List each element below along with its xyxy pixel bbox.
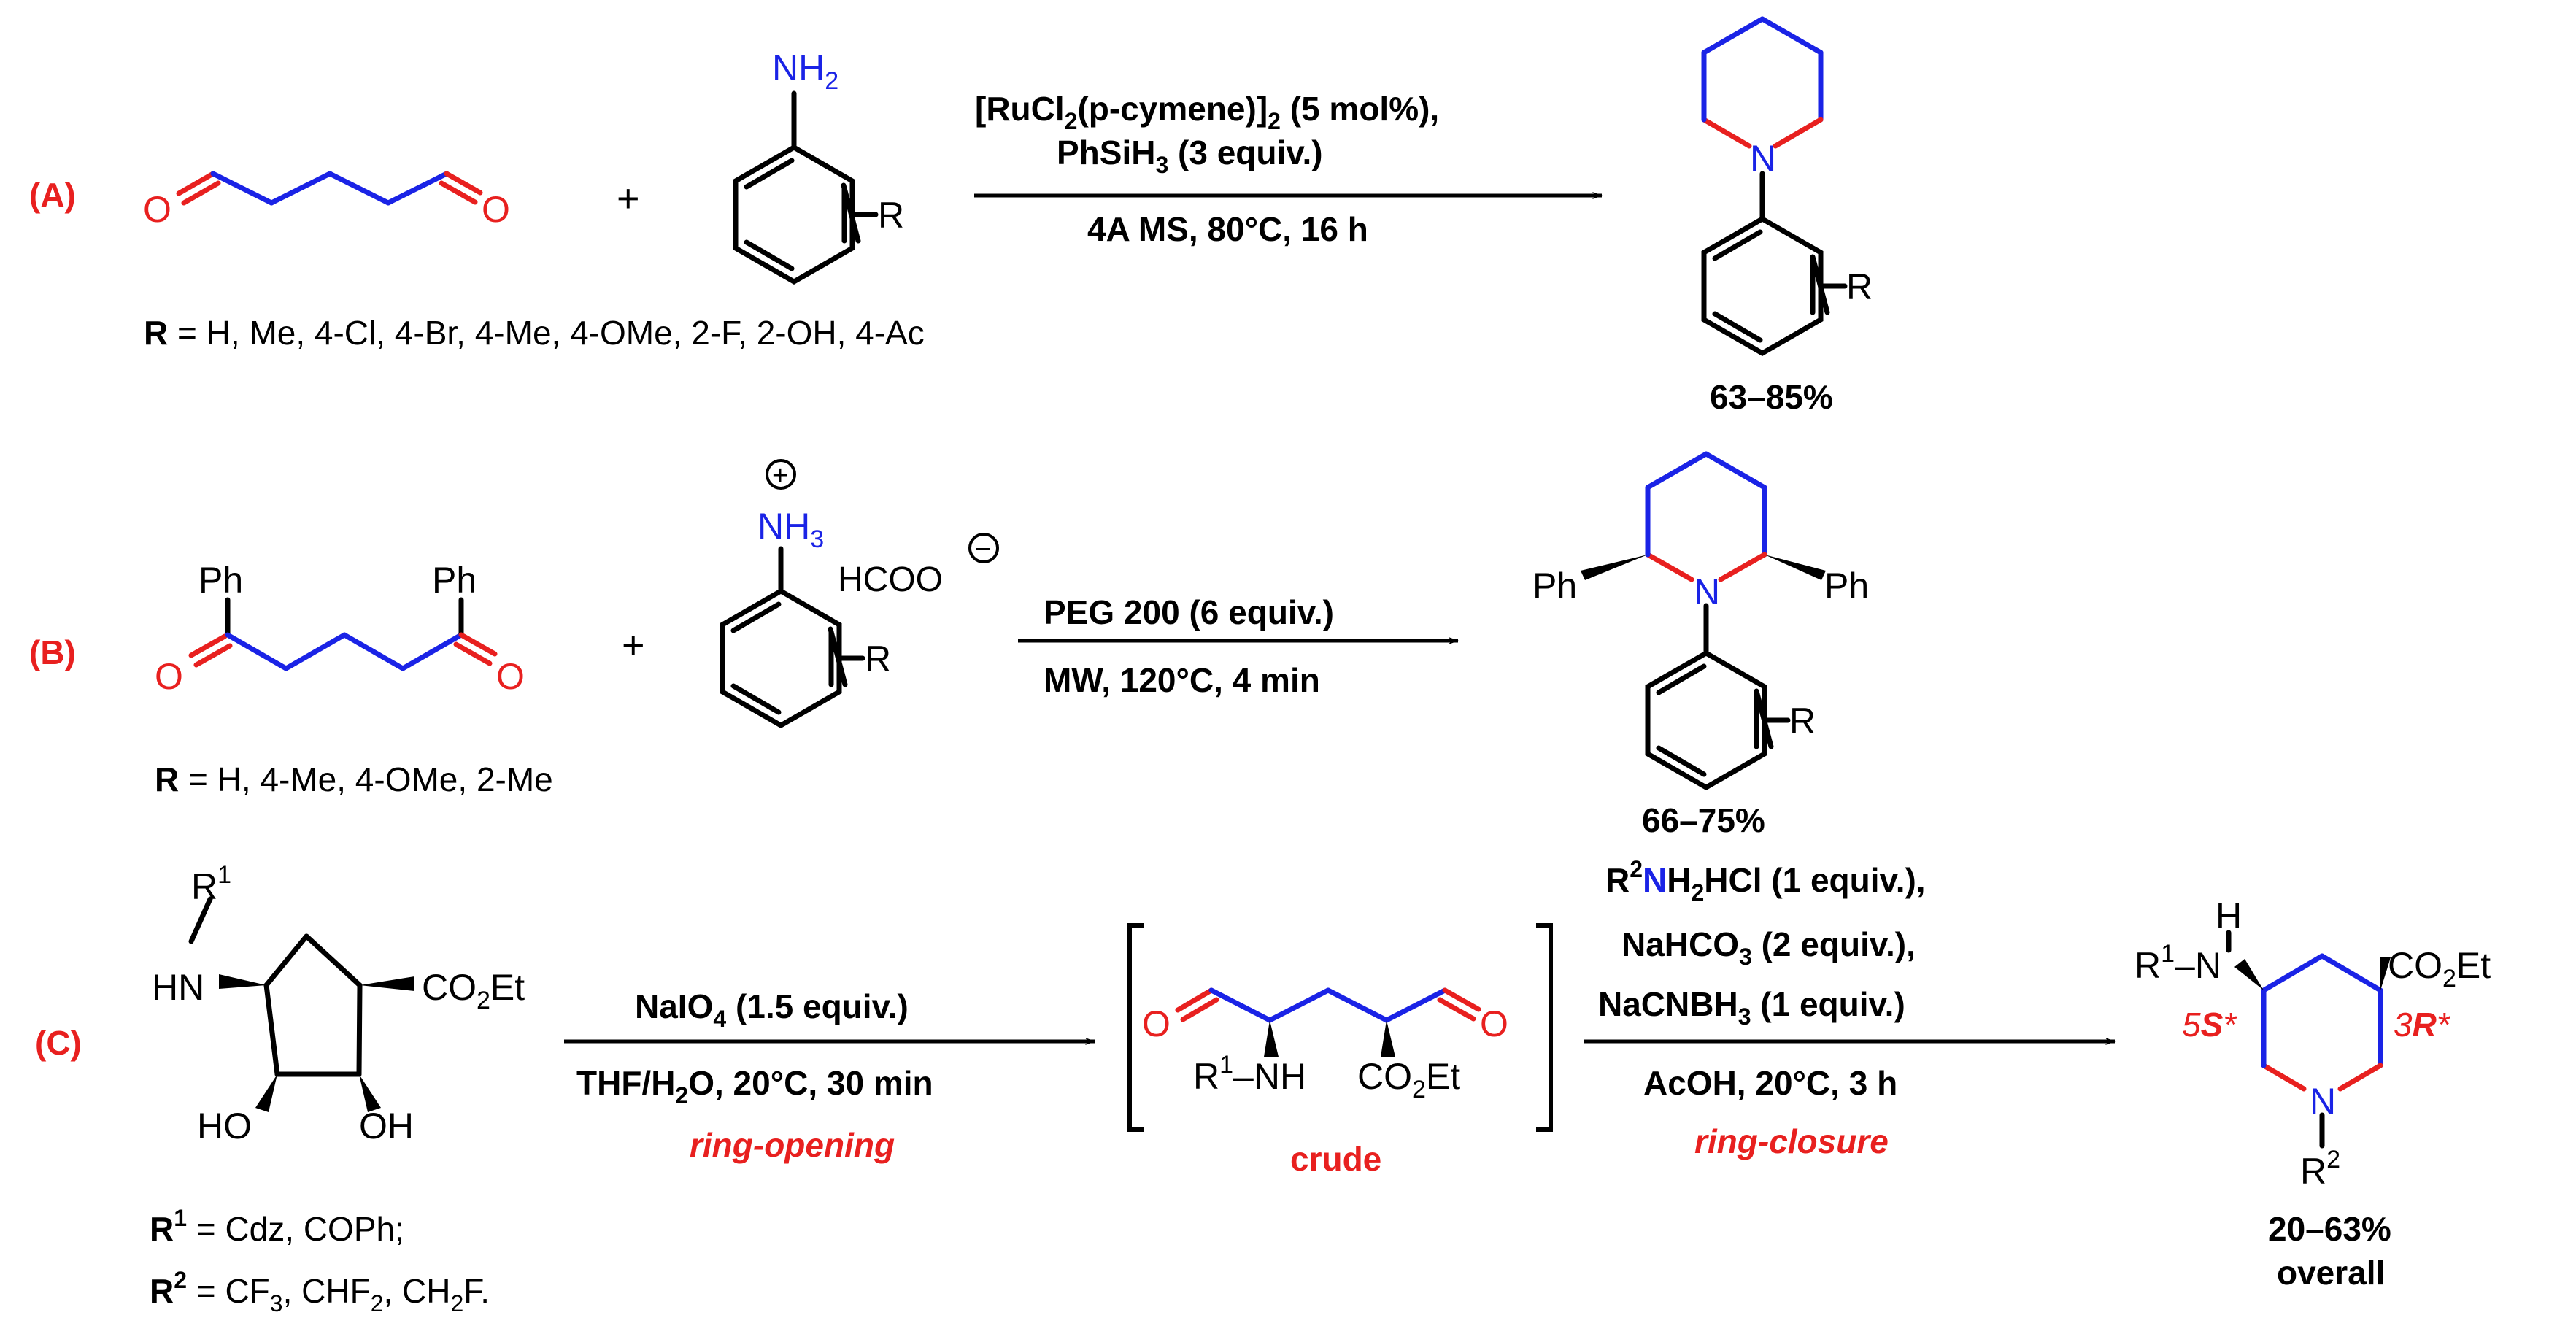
cyclopentane-hn: HN (152, 967, 204, 1008)
stereo-5s-label: 5S* (2182, 1006, 2237, 1044)
crude-o-left: O (1142, 1003, 1171, 1044)
crude-co2et: CO2Et (1357, 1056, 1460, 1103)
product-b-r: R (1789, 701, 1816, 741)
conditions-c-line6: AcOH, 20°C, 3 h (1643, 1064, 1897, 1102)
aniline-a-structure (733, 90, 879, 285)
diketone-o-left: O (155, 656, 183, 697)
product-b-ph-left: Ph (1532, 566, 1577, 606)
wedge-co2et (360, 976, 414, 991)
scheme-a-r-definition: R = H, Me, 4-Cl, 4-Br, 4-Me, 4-OMe, 2-F,… (144, 314, 925, 352)
scheme-b-label: (B) (29, 633, 76, 671)
product-c-r1-n: R1–N (2135, 940, 2221, 986)
cyclopentane-structure (188, 896, 363, 1077)
product-c-r2: R2 (2300, 1146, 2340, 1192)
product-a-r: R (1846, 266, 1873, 307)
crude-label: crude (1290, 1140, 1381, 1178)
crude-brackets (1127, 923, 1553, 1132)
wedge-bond-left (1581, 555, 1648, 580)
cyclopentane-r1: R1 (191, 861, 231, 907)
aldehyde-o-right: O (482, 189, 510, 230)
plus-sign-b: + (622, 623, 645, 667)
product-b-ph-right: Ph (1824, 566, 1869, 606)
product-a-structure (1701, 16, 1848, 357)
product-c-n: N (2310, 1081, 2336, 1122)
formate-minus-charge: − (975, 534, 991, 565)
scheme-c-label: (C) (35, 1024, 82, 1062)
wedge-oh-left (255, 1074, 277, 1112)
conditions-c-line4: NaHCO3 (2 equiv.), (1621, 925, 1916, 970)
product-c-structure (2226, 930, 2383, 1149)
aldehyde-o-left: O (143, 189, 171, 230)
cyclopentane-co2et: CO2Et (422, 967, 525, 1014)
ring-opening-label: ring-opening (690, 1126, 895, 1164)
diketone-ph-right: Ph (432, 560, 477, 601)
crude-dialdehyde-structure (1175, 987, 1481, 1023)
scheme-c-r2-definition: R2 = CF3, CHF2, CH2F. (150, 1267, 490, 1316)
wedge-product-c-nh (2234, 959, 2264, 990)
conditions-c-line5: NaCNBH3 (1 equiv.) (1598, 985, 1905, 1030)
aniline-a-r: R (878, 195, 904, 236)
product-b-structure (1645, 451, 1791, 791)
product-b-yield: 66–75% (1642, 801, 1765, 839)
cyclopentane-ho: HO (197, 1106, 252, 1146)
product-c-overall: overall (2277, 1254, 2385, 1292)
conditions-c-line3: R2NH2HCl (1 equiv.), (1605, 856, 1926, 906)
conditions-c-line1: NaIO4 (1.5 equiv.) (635, 987, 909, 1032)
product-b-n: N (1694, 571, 1720, 612)
anilinium-plus-charge: + (772, 460, 788, 491)
conditions-b-line1: PEG 200 (6 equiv.) (1044, 593, 1334, 631)
glutaraldehyde-structure (176, 171, 483, 206)
anilinium-nh3: NH3 (757, 506, 824, 553)
wedge-product-c-co2et (2380, 957, 2391, 990)
product-c-h: H (2216, 895, 2242, 936)
crude-r1-nh: R1–NH (1193, 1051, 1306, 1097)
crude-o-right: O (1480, 1003, 1508, 1044)
diketone-ph-left: Ph (198, 560, 243, 601)
wedge-bond-right (1765, 555, 1826, 580)
aniline-a-nh2: NH2 (772, 47, 838, 95)
product-c-co2et: CO2Et (2388, 945, 2491, 992)
scheme-b-r-definition: R = H, 4-Me, 4-OMe, 2-Me (155, 760, 553, 798)
scheme-a-label: (A) (29, 176, 76, 214)
scheme-c-r1-definition: R1 = Cdz, COPh; (150, 1205, 404, 1248)
anilinium-r: R (865, 639, 891, 679)
product-c-yield: 20–63% (2268, 1210, 2391, 1248)
product-a-yield: 63–85% (1710, 378, 1833, 416)
cyclopentane-oh: OH (359, 1106, 414, 1146)
scheme-c: (C) R1 HN CO2Et HO OH NaIO4 (1.5 equiv.)… (35, 856, 2491, 1316)
ring-closure-label: ring-closure (1694, 1122, 1889, 1160)
conditions-b-line2: MW, 120°C, 4 min (1044, 661, 1320, 699)
conditions-c-line2: THF/H2O, 20°C, 30 min (576, 1064, 933, 1109)
plus-sign-a: + (617, 177, 640, 220)
scheme-a: (A) O O + NH2 R [RuCl2(p-cymene) (29, 16, 1873, 416)
wedge-hn (219, 974, 266, 989)
wedge-oh-right (359, 1074, 381, 1112)
scheme-b: (B) Ph Ph O O + (29, 451, 1869, 839)
diketone-structure (188, 597, 498, 671)
anilinium-structure (720, 459, 999, 729)
conditions-a-line1: [RuCl2(p-cymene)]2 (5 mol%), (975, 90, 1439, 134)
diketone-o-right: O (496, 656, 525, 697)
product-a-n: N (1750, 138, 1776, 179)
stereo-3r-label: 3R* (2394, 1006, 2451, 1044)
conditions-a-line3: 4A MS, 80°C, 16 h (1087, 210, 1368, 248)
conditions-a-line2: PhSiH3 (3 equiv.) (1057, 134, 1323, 178)
wedge-crude-co2et (1381, 1020, 1395, 1057)
wedge-crude-nh (1264, 1020, 1279, 1057)
formate-counterion: HCOO (838, 560, 943, 599)
